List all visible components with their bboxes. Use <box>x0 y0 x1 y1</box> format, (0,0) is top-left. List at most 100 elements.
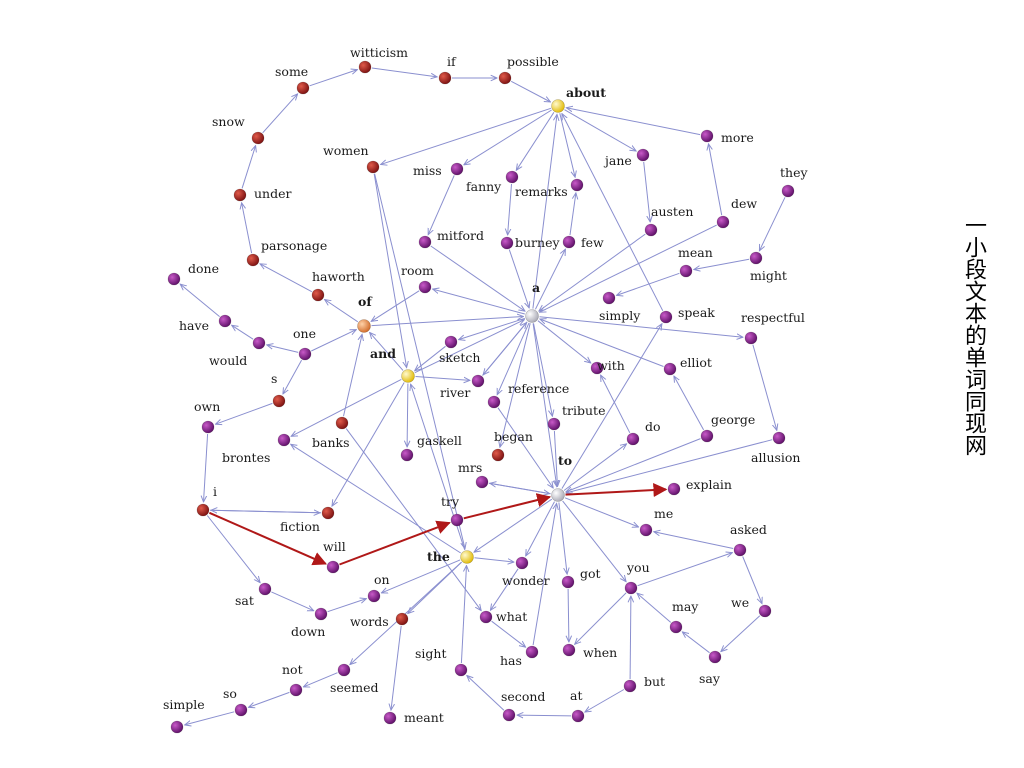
node-label-but: but <box>644 674 665 689</box>
node-label-the: the <box>427 549 450 564</box>
node-label-we: we <box>731 595 749 610</box>
edge-to-speak <box>561 324 662 489</box>
node-label-words: words <box>350 614 389 629</box>
edge-a-began <box>500 323 531 447</box>
node-dot-we <box>758 604 772 618</box>
node-about: about <box>551 85 606 113</box>
node-got: got <box>561 566 601 589</box>
edge-austen-a <box>539 233 646 311</box>
node-label-down: down <box>291 624 325 639</box>
node-label-a: a <box>532 280 540 295</box>
node-label-allusion: allusion <box>751 450 801 465</box>
node-dot-sketch <box>444 335 458 349</box>
node-label-began: began <box>494 429 533 444</box>
node-label-explain: explain <box>686 477 732 492</box>
node-dot-of <box>357 319 371 333</box>
node-dot-when <box>562 643 576 657</box>
node-one: one <box>293 326 316 361</box>
node-but: but <box>623 674 665 693</box>
node-label-dew: dew <box>731 196 757 211</box>
node-at: at <box>570 688 585 723</box>
node-label-and: and <box>370 346 396 361</box>
node-dot-sat <box>258 582 272 596</box>
node-dot-on <box>367 589 381 603</box>
node-dot-a <box>525 309 539 323</box>
node-dot-witticism <box>358 60 372 74</box>
node-elliot: elliot <box>663 355 712 376</box>
node-dot-so <box>234 703 248 717</box>
edge-miss-mitford <box>428 175 455 234</box>
node-sight: sight <box>415 646 468 677</box>
node-so: so <box>223 686 248 717</box>
node-label-sight: sight <box>415 646 447 661</box>
node-wonder: wonder <box>502 556 550 588</box>
node-austen: austen <box>644 204 693 237</box>
edge-but-at <box>585 689 625 713</box>
node-label-with: with <box>597 358 625 373</box>
edge-what-has <box>491 620 526 647</box>
edge-to-got <box>558 502 567 575</box>
node-dot-more <box>700 129 714 143</box>
node-dot-parsonage <box>246 253 260 267</box>
edge-sat-down <box>271 591 313 611</box>
edge-sketch-and <box>415 345 446 370</box>
edge-words-meant <box>391 625 402 710</box>
edge-room-of <box>371 290 420 322</box>
node-gaskell: gaskell <box>400 433 462 462</box>
node-words: words <box>350 612 409 629</box>
node-dot-river <box>471 374 485 388</box>
node-burney: burney <box>500 235 560 250</box>
node-sketch: sketch <box>439 335 480 365</box>
node-mean: mean <box>678 245 713 278</box>
node-dot-may <box>669 620 683 634</box>
node-dot-might <box>749 251 763 265</box>
edge-to-me <box>564 497 639 527</box>
node-label-got: got <box>580 566 601 581</box>
node-dot-brontes <box>277 433 291 447</box>
edge-mean-simply <box>617 272 680 295</box>
edge-mitford-a <box>430 245 525 311</box>
node-dot-words <box>395 612 409 626</box>
node-label-witticism: witticism <box>350 45 408 60</box>
node-the: the <box>427 549 474 564</box>
node-explain: explain <box>667 477 732 496</box>
edge-to-wonder <box>526 501 555 556</box>
node-dot-women <box>366 160 380 174</box>
edge-to-do <box>563 444 627 491</box>
highlight-edge-will-try <box>339 520 451 566</box>
edge-and-river <box>415 376 471 381</box>
edge-one-of <box>311 330 356 352</box>
figure-title: 一小段文本的单词同现网 <box>961 214 986 456</box>
node-label-say: say <box>699 671 721 686</box>
node-remarks: remarks <box>515 178 584 199</box>
edge-about-jane <box>564 109 637 151</box>
edge-dew-a <box>540 224 717 312</box>
node-we: we <box>731 595 772 618</box>
node-label-sketch: sketch <box>439 350 480 365</box>
node-dot-respectful <box>744 331 758 345</box>
edge-respectful-allusion <box>752 344 777 431</box>
node-dot-remarks <box>570 178 584 192</box>
node-label-simply: simply <box>599 308 641 323</box>
node-seemed: seemed <box>330 663 378 695</box>
node-dot-but <box>623 679 637 693</box>
node-label-s: s <box>271 371 277 386</box>
edge-seemed-not <box>303 672 338 687</box>
node-what: what <box>479 609 527 624</box>
edge-s-own <box>216 402 273 424</box>
edge-possible-about <box>510 80 550 102</box>
node-some: some <box>275 64 310 95</box>
edges-layer <box>180 67 786 725</box>
node-snow: snow <box>212 114 265 145</box>
node-with: with <box>590 358 625 375</box>
edge-george-elliot <box>674 376 705 431</box>
node-dot-snow <box>251 131 265 145</box>
node-a: a <box>525 280 540 323</box>
edge-would-have <box>232 325 254 340</box>
node-done: done <box>167 261 219 286</box>
edge-a-reference <box>497 322 530 395</box>
node-dot-fiction <box>321 506 335 520</box>
edge-has-to <box>532 503 557 646</box>
edge-witticism-if <box>371 67 437 77</box>
